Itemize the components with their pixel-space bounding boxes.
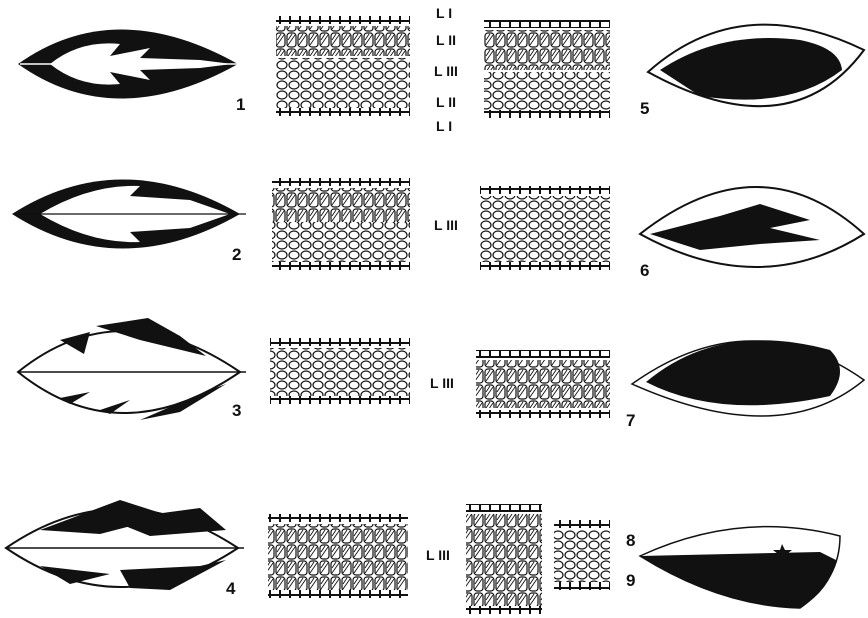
leaf-4: [6, 500, 244, 590]
leaf-8-9: [640, 527, 840, 608]
label-l3-row-3: L III: [430, 375, 454, 391]
label-l3-row-4: L III: [426, 547, 450, 563]
leaf-7: [632, 340, 864, 416]
figure-number-4: 4: [226, 579, 236, 598]
figure-number-5: 5: [640, 99, 649, 118]
label-l1-bottom: L I: [436, 118, 452, 134]
figure-number-6: 6: [640, 261, 649, 280]
leaf-6: [640, 187, 864, 267]
figure-number-2: 2: [232, 245, 241, 264]
leaf-1: [18, 30, 245, 99]
leaf-2: [12, 180, 246, 249]
label-l3-row-2: L III: [434, 217, 458, 233]
figure-number-3: 3: [232, 401, 241, 420]
label-l2-top: L II: [436, 32, 456, 48]
figure-number-9: 9: [626, 571, 635, 590]
figure-number-1: 1: [236, 95, 245, 114]
label-l2-bottom: L II: [436, 94, 456, 110]
label-l3: L III: [434, 63, 458, 79]
layer-labels-row-1: L I L II L III L II L I: [434, 5, 458, 134]
figure-number-8: 8: [626, 531, 635, 550]
label-l1-top: L I: [436, 5, 452, 21]
figure-number-7: 7: [626, 411, 635, 430]
leaf-3: [18, 318, 246, 420]
leaf-5: [648, 25, 864, 107]
